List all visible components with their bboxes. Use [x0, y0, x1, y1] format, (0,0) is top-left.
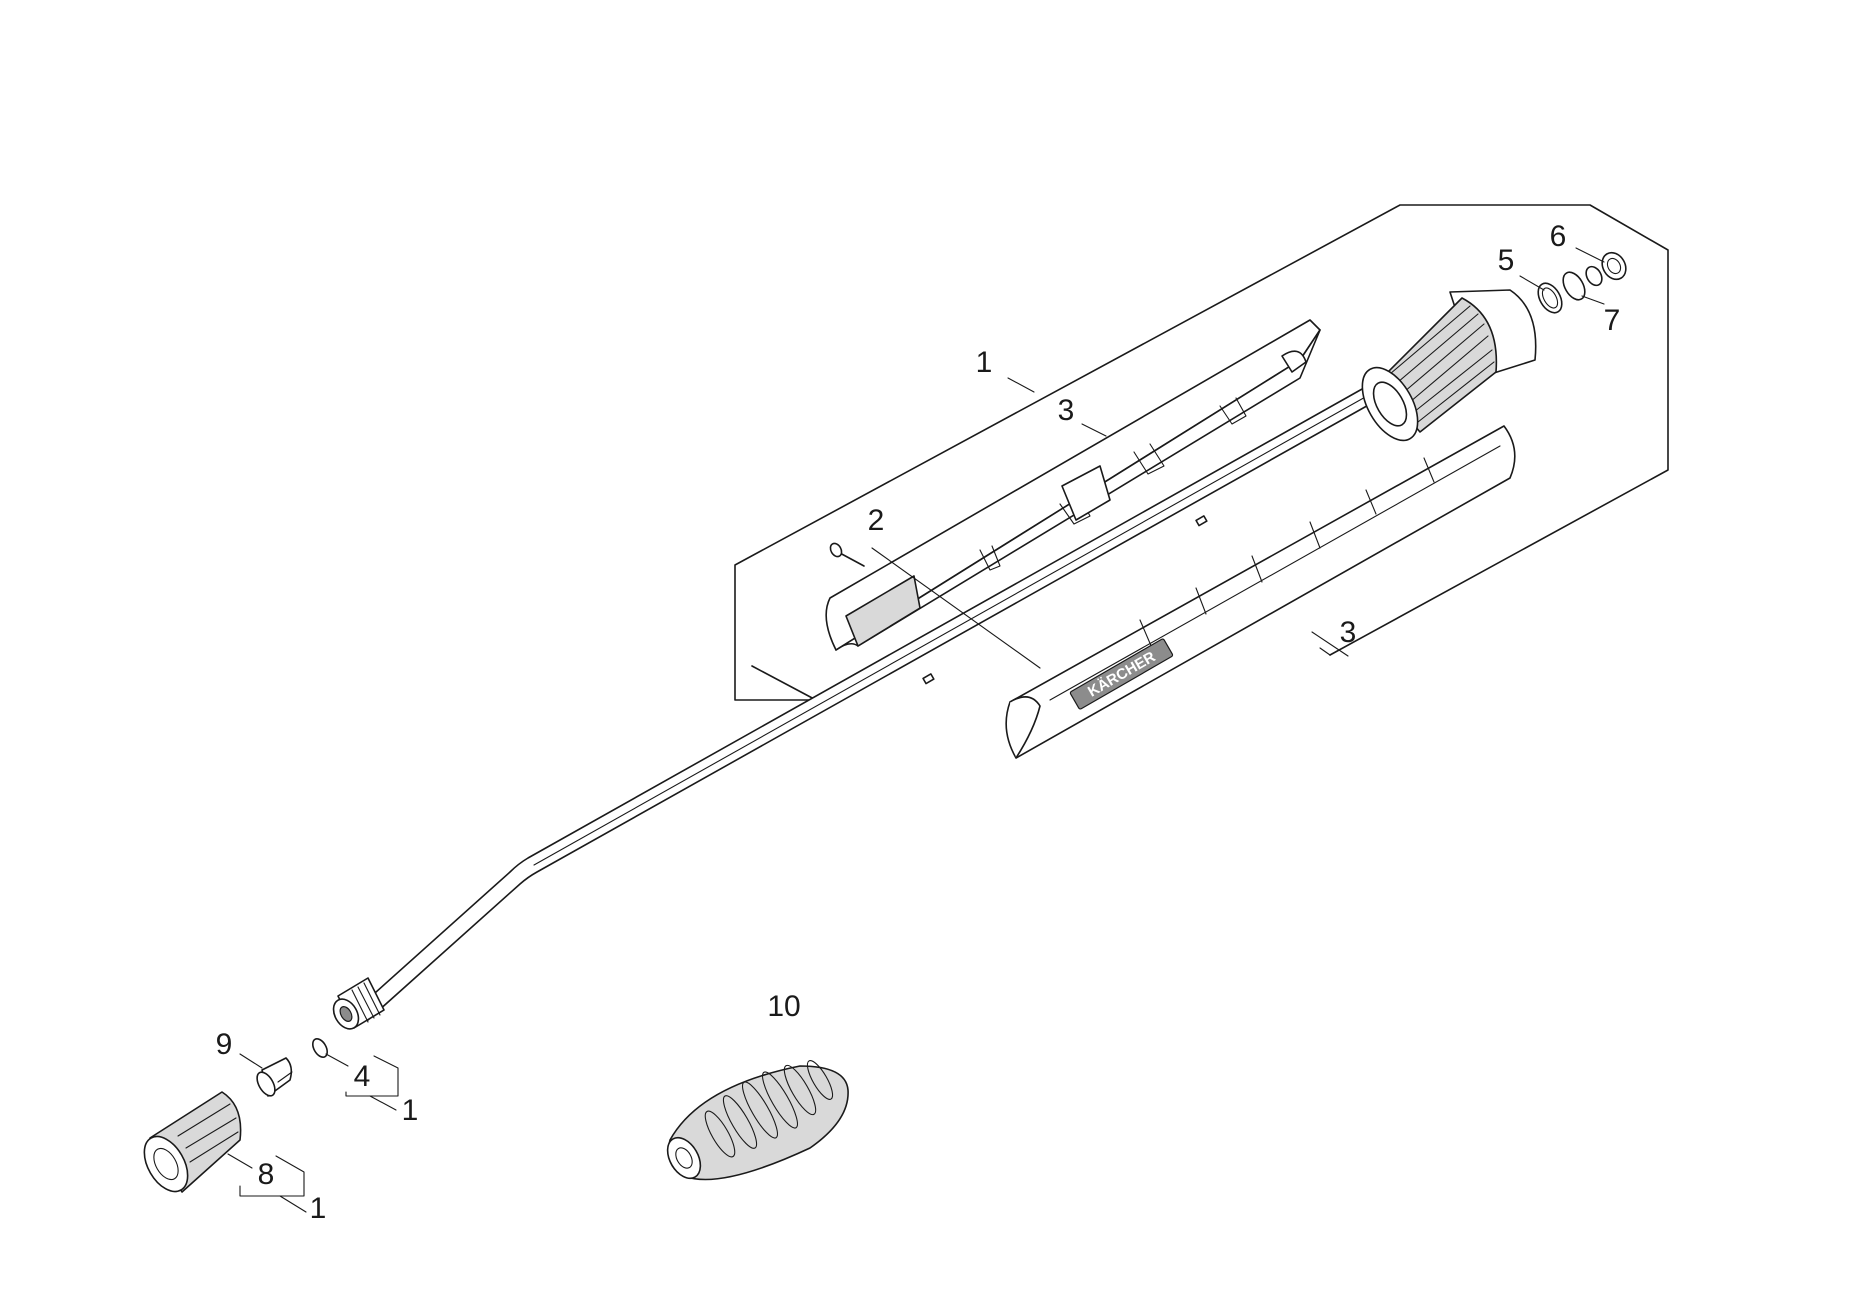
- o-ring-4: [311, 1038, 329, 1058]
- callout-4-assembly: 1: [402, 1094, 419, 1127]
- callout-brackets: [239, 1055, 399, 1213]
- union-nut: [1361, 289, 1537, 442]
- handle-half-shell: [825, 319, 1321, 651]
- callout-5: 5: [1498, 244, 1515, 277]
- callout-10: 10: [767, 990, 800, 1023]
- rotary-nozzle: [666, 1060, 849, 1181]
- callout-1-assembly: 1: [976, 346, 993, 379]
- callout-9: 9: [216, 1028, 233, 1061]
- callout-8: 8: [258, 1158, 275, 1191]
- lance-tube: [355, 383, 1382, 1021]
- threaded-tube-end: [332, 977, 385, 1030]
- sleeve: [256, 1057, 293, 1097]
- handle-grip: KÄRCHER: [1005, 425, 1516, 759]
- callout-3-upper: 3: [1058, 394, 1075, 427]
- nozzle-nut: [143, 1091, 242, 1193]
- callout-8-assembly: 1: [310, 1192, 327, 1225]
- callout-6: 6: [1550, 220, 1567, 253]
- o-ring-7: [1562, 271, 1586, 301]
- threaded-ring-6: [1601, 251, 1627, 281]
- callout-2: 2: [868, 504, 885, 537]
- o-ring-small: [1585, 265, 1603, 287]
- callout-4: 4: [354, 1060, 371, 1093]
- callout-3-lower: 3: [1340, 616, 1357, 649]
- leader-lines: [227, 247, 1605, 1169]
- assembly-outline-tick: [751, 665, 817, 701]
- callout-7: 7: [1604, 304, 1621, 337]
- screw: [829, 542, 865, 567]
- assembly-outline: [734, 204, 1669, 701]
- seal-ring-5: [1537, 282, 1563, 314]
